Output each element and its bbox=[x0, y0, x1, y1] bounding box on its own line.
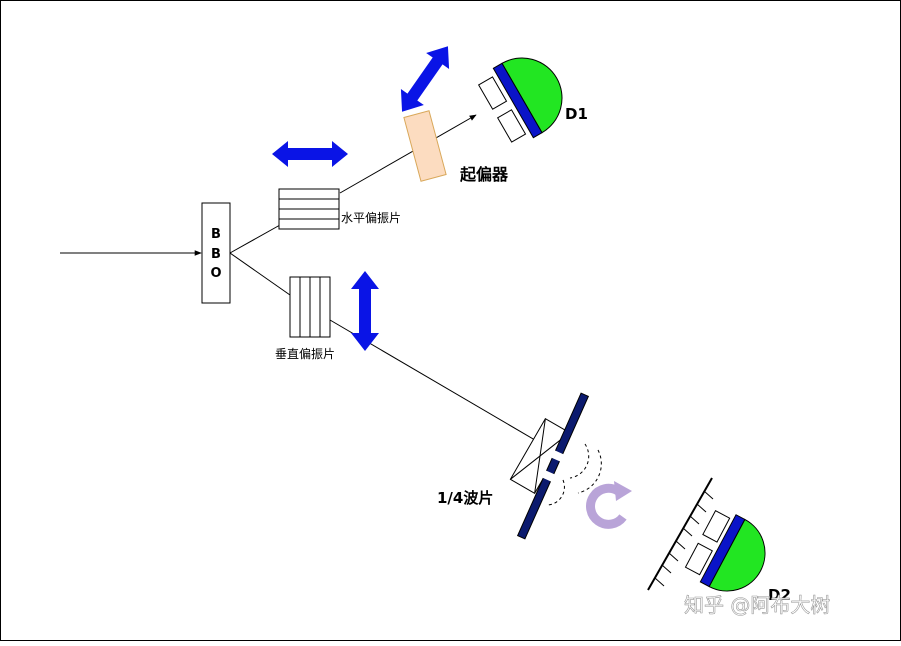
mirror-wall bbox=[647, 477, 714, 591]
analyzer-plate bbox=[403, 110, 447, 182]
vertical-polarizer-label: 垂直偏振片 bbox=[275, 346, 335, 361]
horizontal-polarizer-label: 水平偏振片 bbox=[341, 210, 401, 225]
lower-beam-1 bbox=[229, 252, 291, 296]
detector-d2-label: D2 bbox=[768, 586, 791, 604]
horizontal-polarizer bbox=[278, 188, 340, 230]
bbo-letter-2: B bbox=[211, 247, 221, 262]
bbo-letter-3: O bbox=[210, 266, 221, 281]
watermark: 知乎 @阿布大树 bbox=[684, 593, 830, 617]
detector-d2 bbox=[684, 509, 766, 592]
vertical-polarizer bbox=[289, 276, 331, 338]
quarter-wave-plate-label: 1/4波片 bbox=[437, 489, 493, 507]
detector-d1-label: D1 bbox=[565, 105, 588, 123]
quarter-wave-plate bbox=[509, 392, 602, 540]
upper-beam-1 bbox=[229, 224, 281, 254]
circular-polarization-arrow-icon bbox=[586, 481, 632, 529]
detector-d1 bbox=[477, 57, 563, 143]
upper-beam-2 bbox=[339, 114, 477, 194]
bbo-letter-1: B bbox=[211, 227, 221, 242]
vertical-polarization-arrow-icon bbox=[351, 271, 379, 351]
analyzer-label: 起偏器 bbox=[459, 165, 509, 184]
bbo-crystal: B B O bbox=[201, 202, 231, 304]
horizontal-polarization-arrow-icon bbox=[272, 141, 348, 167]
diagonal-polarization-arrow-icon bbox=[400, 46, 450, 112]
